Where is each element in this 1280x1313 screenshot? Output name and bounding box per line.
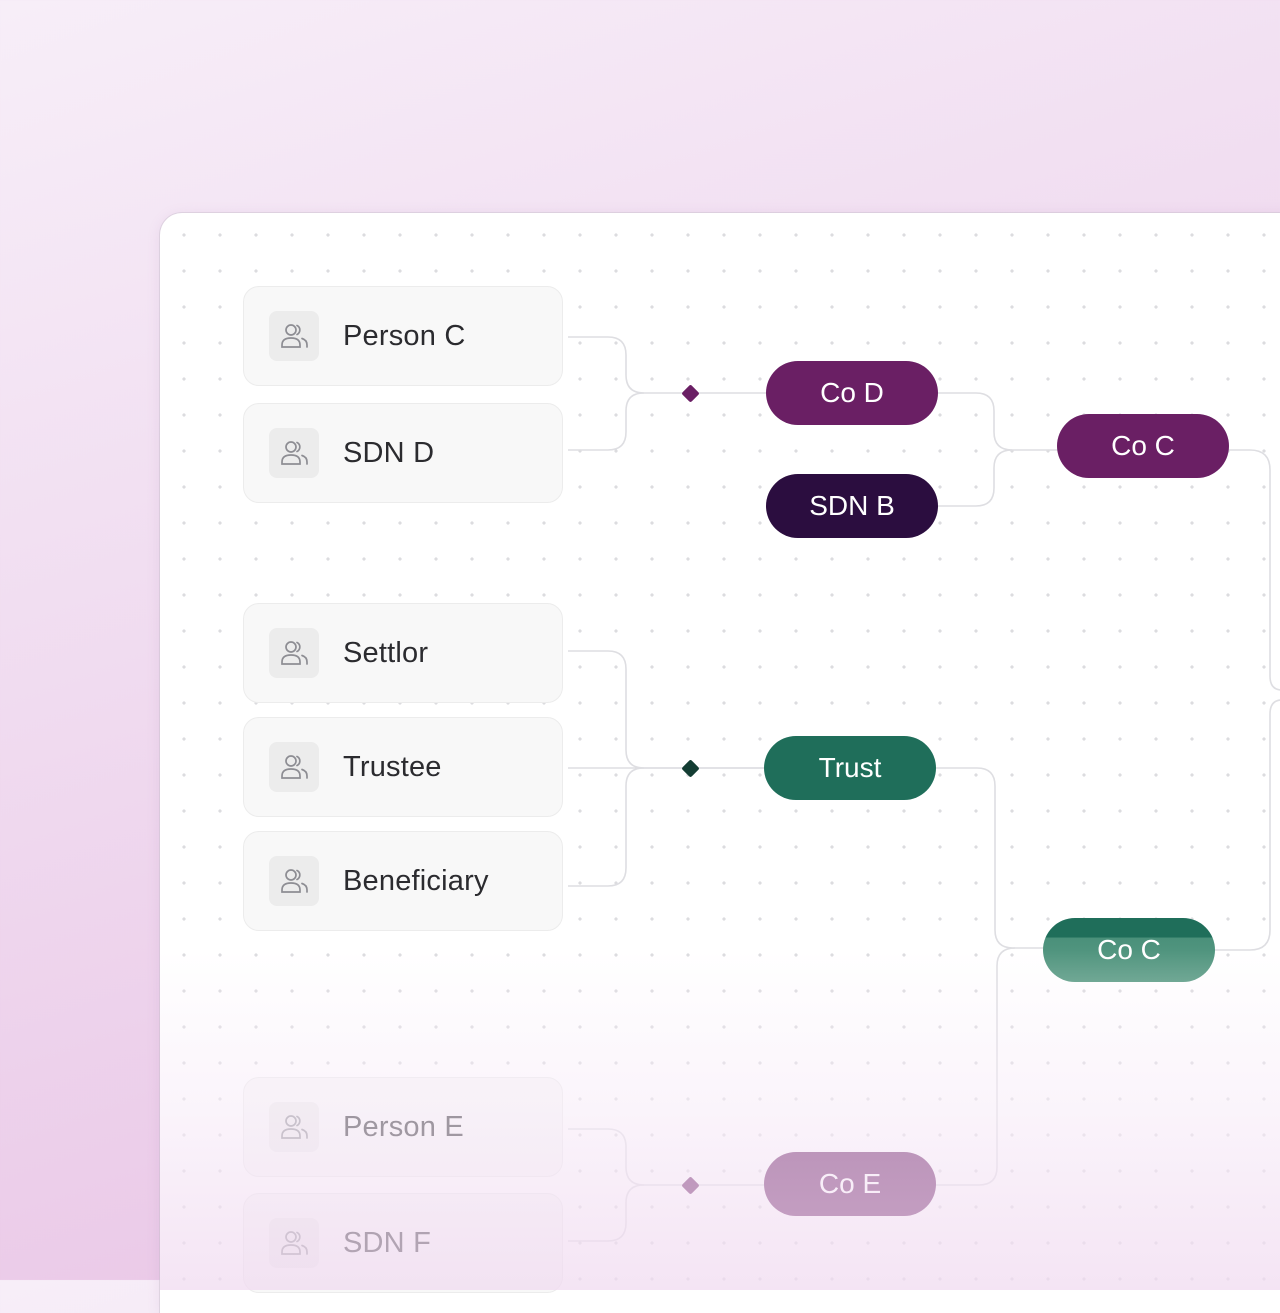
entity-card-person-e[interactable]: Person E <box>243 1077 563 1177</box>
node-label: Co E <box>818 1168 882 1199</box>
connector-beneficiary <box>568 767 645 887</box>
entity-label: Person C <box>343 319 466 352</box>
node-co-c-bottom[interactable]: Co C <box>1043 918 1215 982</box>
connector-sdn-b <box>938 449 1013 507</box>
entity-card-settlor[interactable]: Settlor <box>243 603 563 703</box>
connector-person-c <box>568 336 766 394</box>
entity-label: SDN D <box>343 436 435 469</box>
connector-lines <box>568 336 1280 1242</box>
users-icon <box>269 742 319 792</box>
connector-sdn-d <box>568 392 645 451</box>
node-label: Trust <box>818 752 882 783</box>
entity-label: Trustee <box>343 750 442 783</box>
node-trust[interactable]: Trust <box>764 736 936 800</box>
connector-co-c-top <box>1228 449 1280 691</box>
node-label: Co C <box>1097 934 1161 965</box>
connector-person-e <box>568 1128 764 1186</box>
entity-card-person-c[interactable]: Person C <box>243 286 563 386</box>
users-icon <box>269 1218 319 1268</box>
entity-card-sdn-f[interactable]: SDN F <box>243 1193 563 1293</box>
entity-label: SDN F <box>343 1226 431 1259</box>
users-icon <box>269 628 319 678</box>
connector-trust <box>935 767 1044 949</box>
entity-label: Person E <box>343 1110 464 1143</box>
users-icon <box>269 856 319 906</box>
connector-sdn-f <box>568 1184 645 1242</box>
node-label: SDN B <box>809 490 895 521</box>
entity-card-beneficiary[interactable]: Beneficiary <box>243 831 563 931</box>
entity-card-sdn-d[interactable]: SDN D <box>243 403 563 503</box>
node-co-e[interactable]: Co E <box>764 1152 936 1216</box>
connector-co-d <box>938 392 1058 451</box>
connector-settlor <box>568 650 764 769</box>
node-label: Co C <box>1111 430 1175 461</box>
connector-trunk-right <box>1214 699 1280 951</box>
connector-co-e <box>935 947 1016 1186</box>
entity-card-trustee[interactable]: Trustee <box>243 717 563 817</box>
node-co-c-top[interactable]: Co C <box>1057 414 1229 478</box>
node-label: Co D <box>820 377 884 408</box>
entity-label: Settlor <box>343 636 429 669</box>
users-icon <box>269 1102 319 1152</box>
node-sdn-b[interactable]: SDN B <box>766 474 938 538</box>
node-co-d[interactable]: Co D <box>766 361 938 425</box>
entity-label: Beneficiary <box>343 864 489 897</box>
users-icon <box>269 428 319 478</box>
users-icon <box>269 311 319 361</box>
